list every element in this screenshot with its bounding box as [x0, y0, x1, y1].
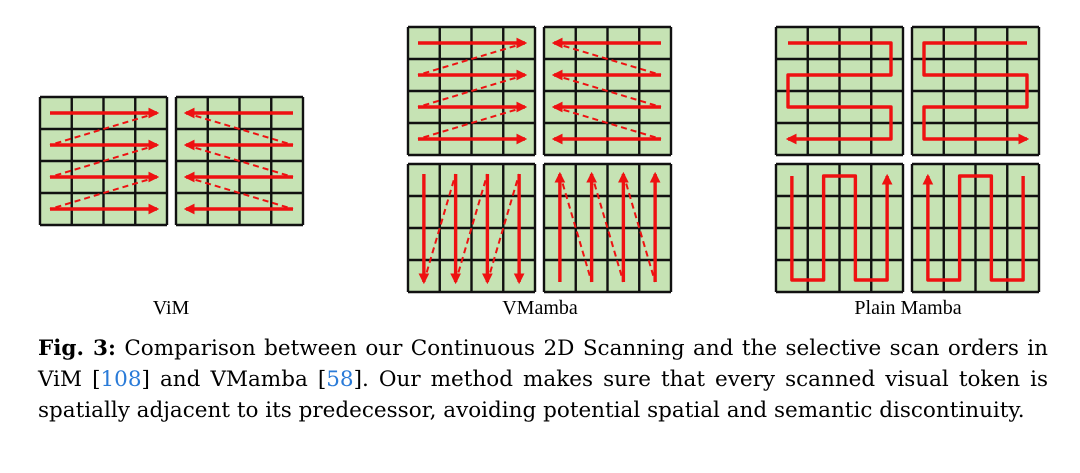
vim-grid-backward: [174, 95, 305, 227]
caption-label: Fig. 3:: [38, 336, 116, 361]
scan-jump: [417, 74, 526, 108]
scan-jump: [553, 42, 662, 76]
scan-jump: [558, 173, 593, 283]
scan-jump: [49, 112, 158, 146]
vmamba-grid-row-backward: [542, 25, 673, 157]
scan-jump: [553, 74, 662, 108]
figure: ViM VMamba Plain Mamba: [38, 25, 1041, 319]
scan-order-diagram: [38, 25, 1041, 294]
scan-jump: [486, 173, 521, 283]
scan-jump: [185, 112, 294, 146]
scan-jump: [49, 176, 158, 210]
plainmamba-grid-col-snake-2: [910, 162, 1041, 294]
scan-jump: [553, 106, 662, 140]
plainmamba-grid-row-snake-2: [910, 25, 1041, 157]
citation-link[interactable]: 58: [326, 367, 354, 392]
caption-text: ]. Our method makes sure that every scan…: [38, 367, 1048, 423]
continuous-scan-path: [790, 173, 893, 282]
scan-jump: [185, 176, 294, 210]
vmamba-grid-col-up: [542, 162, 673, 294]
vmamba-grid-col-down: [406, 162, 537, 294]
scan-jump: [417, 106, 526, 140]
continuous-scan-path: [922, 173, 1025, 282]
plainmamba-grid-col-snake-1: [774, 162, 905, 294]
scan-jump: [49, 144, 158, 178]
figure-caption: Fig. 3: Comparison between our Continuou…: [38, 333, 1048, 426]
caption-text: ] and VMamba [: [141, 367, 327, 392]
scan-jump: [185, 144, 294, 178]
panel-label-vim: ViM: [152, 297, 190, 319]
scan-jump: [422, 173, 457, 283]
caption-text: Comparison between our Continuous 2D Sca…: [38, 336, 1048, 392]
scan-jump: [417, 42, 526, 76]
panel-label-plain-mamba: Plain Mamba: [854, 297, 962, 319]
vmamba-grid-row-forward: [406, 25, 537, 157]
continuous-scan-path: [922, 41, 1030, 145]
plainmamba-grid-row-snake-1: [774, 25, 905, 157]
panel-label-vmamba: VMamba: [502, 297, 578, 319]
scan-jump: [622, 173, 657, 283]
scan-jump: [454, 173, 489, 283]
scan-jump: [590, 173, 625, 283]
vim-grid-forward: [38, 95, 169, 227]
citation-link[interactable]: 108: [100, 367, 142, 392]
continuous-scan-path: [785, 41, 893, 145]
